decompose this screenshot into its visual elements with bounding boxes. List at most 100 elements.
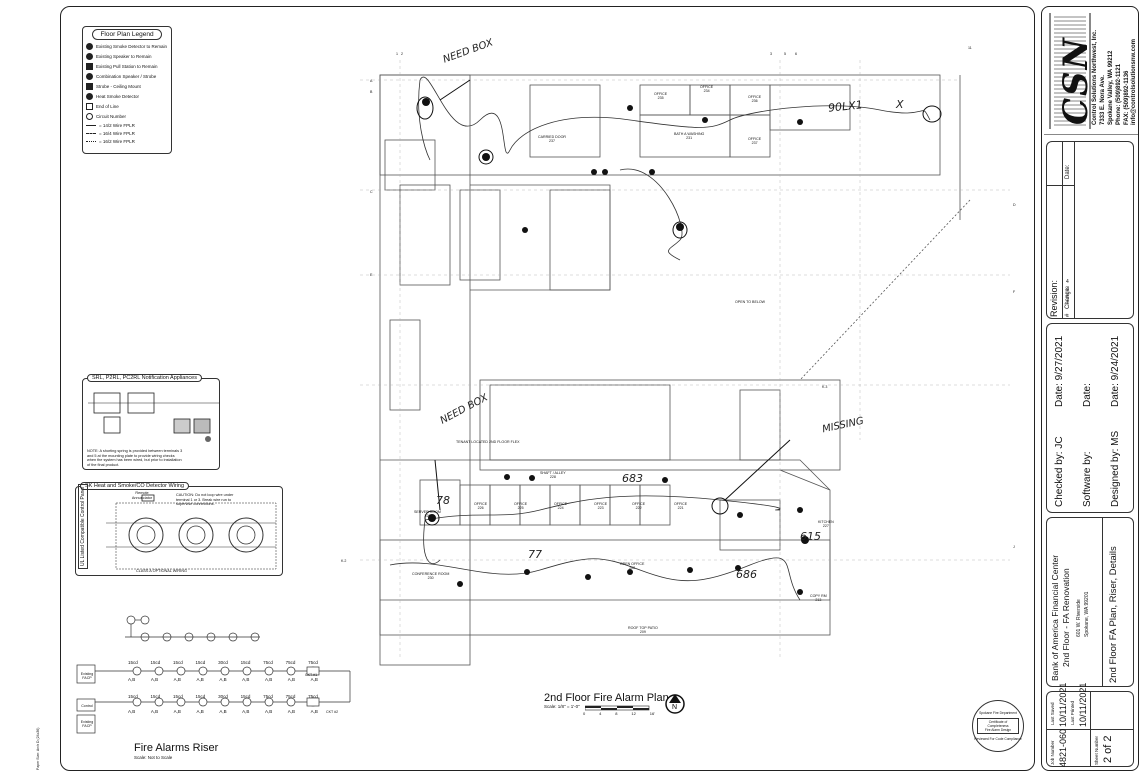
candela-label: 15cd xyxy=(150,660,161,665)
caution-note: CAUTION: Do not loop wire under terminal… xyxy=(176,493,234,506)
wire-tag: A,B xyxy=(128,677,136,682)
scale-ticks: 0 4 8 12 16' xyxy=(583,711,655,716)
circuit-icon xyxy=(86,113,93,120)
drawing-sheet xyxy=(60,6,1035,771)
candela-label: 15cd xyxy=(150,694,161,699)
riser-candela-row-bottom: 15cd 15cd 15cd 15cd 30cd 15cd 75cd 75cd … xyxy=(128,694,318,699)
candela-label: 30cd xyxy=(218,694,228,699)
legend-item: Heat Smoke Detector xyxy=(96,94,140,99)
grid-label: 2 xyxy=(401,52,403,56)
job-divider xyxy=(1046,729,1090,730)
sk-wiring-drawing xyxy=(106,494,277,570)
candela-label: 15cd xyxy=(240,694,251,699)
grid-label: B xyxy=(370,90,373,94)
company-email: info@controlsolutionsnw.com xyxy=(1131,39,1137,125)
class-a-label: CLASS A OPTIONAL WIRING xyxy=(136,569,187,573)
grid-label: A xyxy=(370,79,373,83)
smoke-detector-icon xyxy=(86,43,93,50)
heat-detector-icon xyxy=(86,93,93,100)
scale-tick: 4 xyxy=(599,711,602,716)
last-saved: 10/11/2021 xyxy=(1058,682,1068,727)
wire-tag: A,B xyxy=(128,709,136,714)
legend-item: Circuit Number xyxy=(96,114,127,119)
annotation-number: 683 xyxy=(622,472,643,485)
riser-panel-label: Existing FACP xyxy=(80,720,94,728)
wire-tag: A,B xyxy=(264,677,273,682)
company-fax: FAX: (509)892-1136 xyxy=(1124,70,1130,125)
candela-label: 15cd xyxy=(240,660,251,665)
room-label: OPEN TO BELOW xyxy=(735,300,766,304)
candela-label: 15cd xyxy=(195,660,206,665)
csn-logo xyxy=(1044,13,1138,135)
candela-label: 15cd xyxy=(195,694,206,699)
project-subtitle: 2nd Floor - FA Renovation xyxy=(1061,568,1071,667)
scale-bar xyxy=(585,705,650,711)
wire-tag: A,B xyxy=(196,677,204,682)
signoff-box xyxy=(1046,323,1134,513)
stamp-top: Spokane Fire Department xyxy=(979,711,1017,715)
wire-tag: A,B xyxy=(287,677,296,682)
candela-label: 75cd xyxy=(308,694,318,699)
last-printed: 10/11/2021 xyxy=(1078,682,1088,727)
legend-title: Floor Plan Legend xyxy=(92,29,162,40)
wire-tag: A,B xyxy=(310,709,318,714)
legend-item: = 14/2 Wire FPLR xyxy=(99,123,135,128)
fire-department-stamp: Spokane Fire Department Certificate of C… xyxy=(972,700,1024,752)
notification-wiring-drawing xyxy=(88,392,220,442)
stamp-line: Certificate of Completeness xyxy=(987,720,1009,728)
candela-label: 15cd xyxy=(128,694,138,699)
legend-item: = 16/2 Wire FPLR xyxy=(99,139,135,144)
last-printed-label: Last Printed xyxy=(1070,700,1075,725)
candela-label: 15cd xyxy=(128,660,138,665)
grid-label: E xyxy=(370,273,373,277)
candela-label: 30cd xyxy=(218,660,228,665)
wire-tag: A,B xyxy=(310,677,318,682)
revision-mark: 2 xyxy=(1066,293,1069,299)
north-arrow-icon: N xyxy=(665,694,685,714)
riser-wire-row-bottom: A,B A,B A,B A,B A,B A,B A,B A,B A,B xyxy=(128,709,318,714)
wire-c-icon xyxy=(86,141,96,142)
candela-label: 75cd xyxy=(285,660,296,665)
eol-ckt2: CKT #2 xyxy=(326,710,339,714)
sheet-number-label: Sheet Number xyxy=(1094,735,1099,765)
job-number: 4821-060 xyxy=(1058,728,1068,767)
legend-item: Existing Speaker to Remain xyxy=(96,54,152,59)
job-divider xyxy=(1090,729,1134,730)
wire-b-icon xyxy=(86,133,96,134)
eol-ckt1: CKT #1 xyxy=(305,673,318,677)
revision-mark: 4 xyxy=(1066,279,1069,285)
annotation-number: 615 xyxy=(800,530,821,543)
revision-mark: 1 xyxy=(1066,300,1069,306)
notification-appliances-detail: SRL, P2RL, PC2RL Notification Appliances… xyxy=(82,374,220,470)
scale-tick: 16' xyxy=(649,711,655,716)
revision-box xyxy=(1046,141,1134,319)
project-address-1: 601 W. Riverside xyxy=(1076,599,1082,637)
legend-item: End of Line xyxy=(96,104,119,109)
plan-scale: Scale: 1/8" = 1'-0" xyxy=(544,704,580,709)
company-address: 7333 E. Nora Ave. xyxy=(1100,75,1106,125)
sk-detector-wiring-detail: SK Heat and Smoke/CO Detector Wiring Rem… xyxy=(75,482,283,576)
grid-label: D xyxy=(1013,203,1016,207)
revision-divider xyxy=(1074,141,1075,319)
project-box xyxy=(1046,517,1134,687)
candela-label: 75cd xyxy=(308,660,318,665)
scale-tick: 8 xyxy=(615,711,618,716)
notification-note: NOTE: A shorting spring is provided betw… xyxy=(87,449,183,467)
wire-tag: A,B xyxy=(173,709,181,714)
project-name: Bank of America Financial Center xyxy=(1050,554,1060,681)
riser-panel-label: Control xyxy=(81,704,93,708)
svg-text:N: N xyxy=(672,704,677,711)
software-by: Software by: xyxy=(1082,451,1093,507)
annotation-x: X xyxy=(896,98,904,111)
